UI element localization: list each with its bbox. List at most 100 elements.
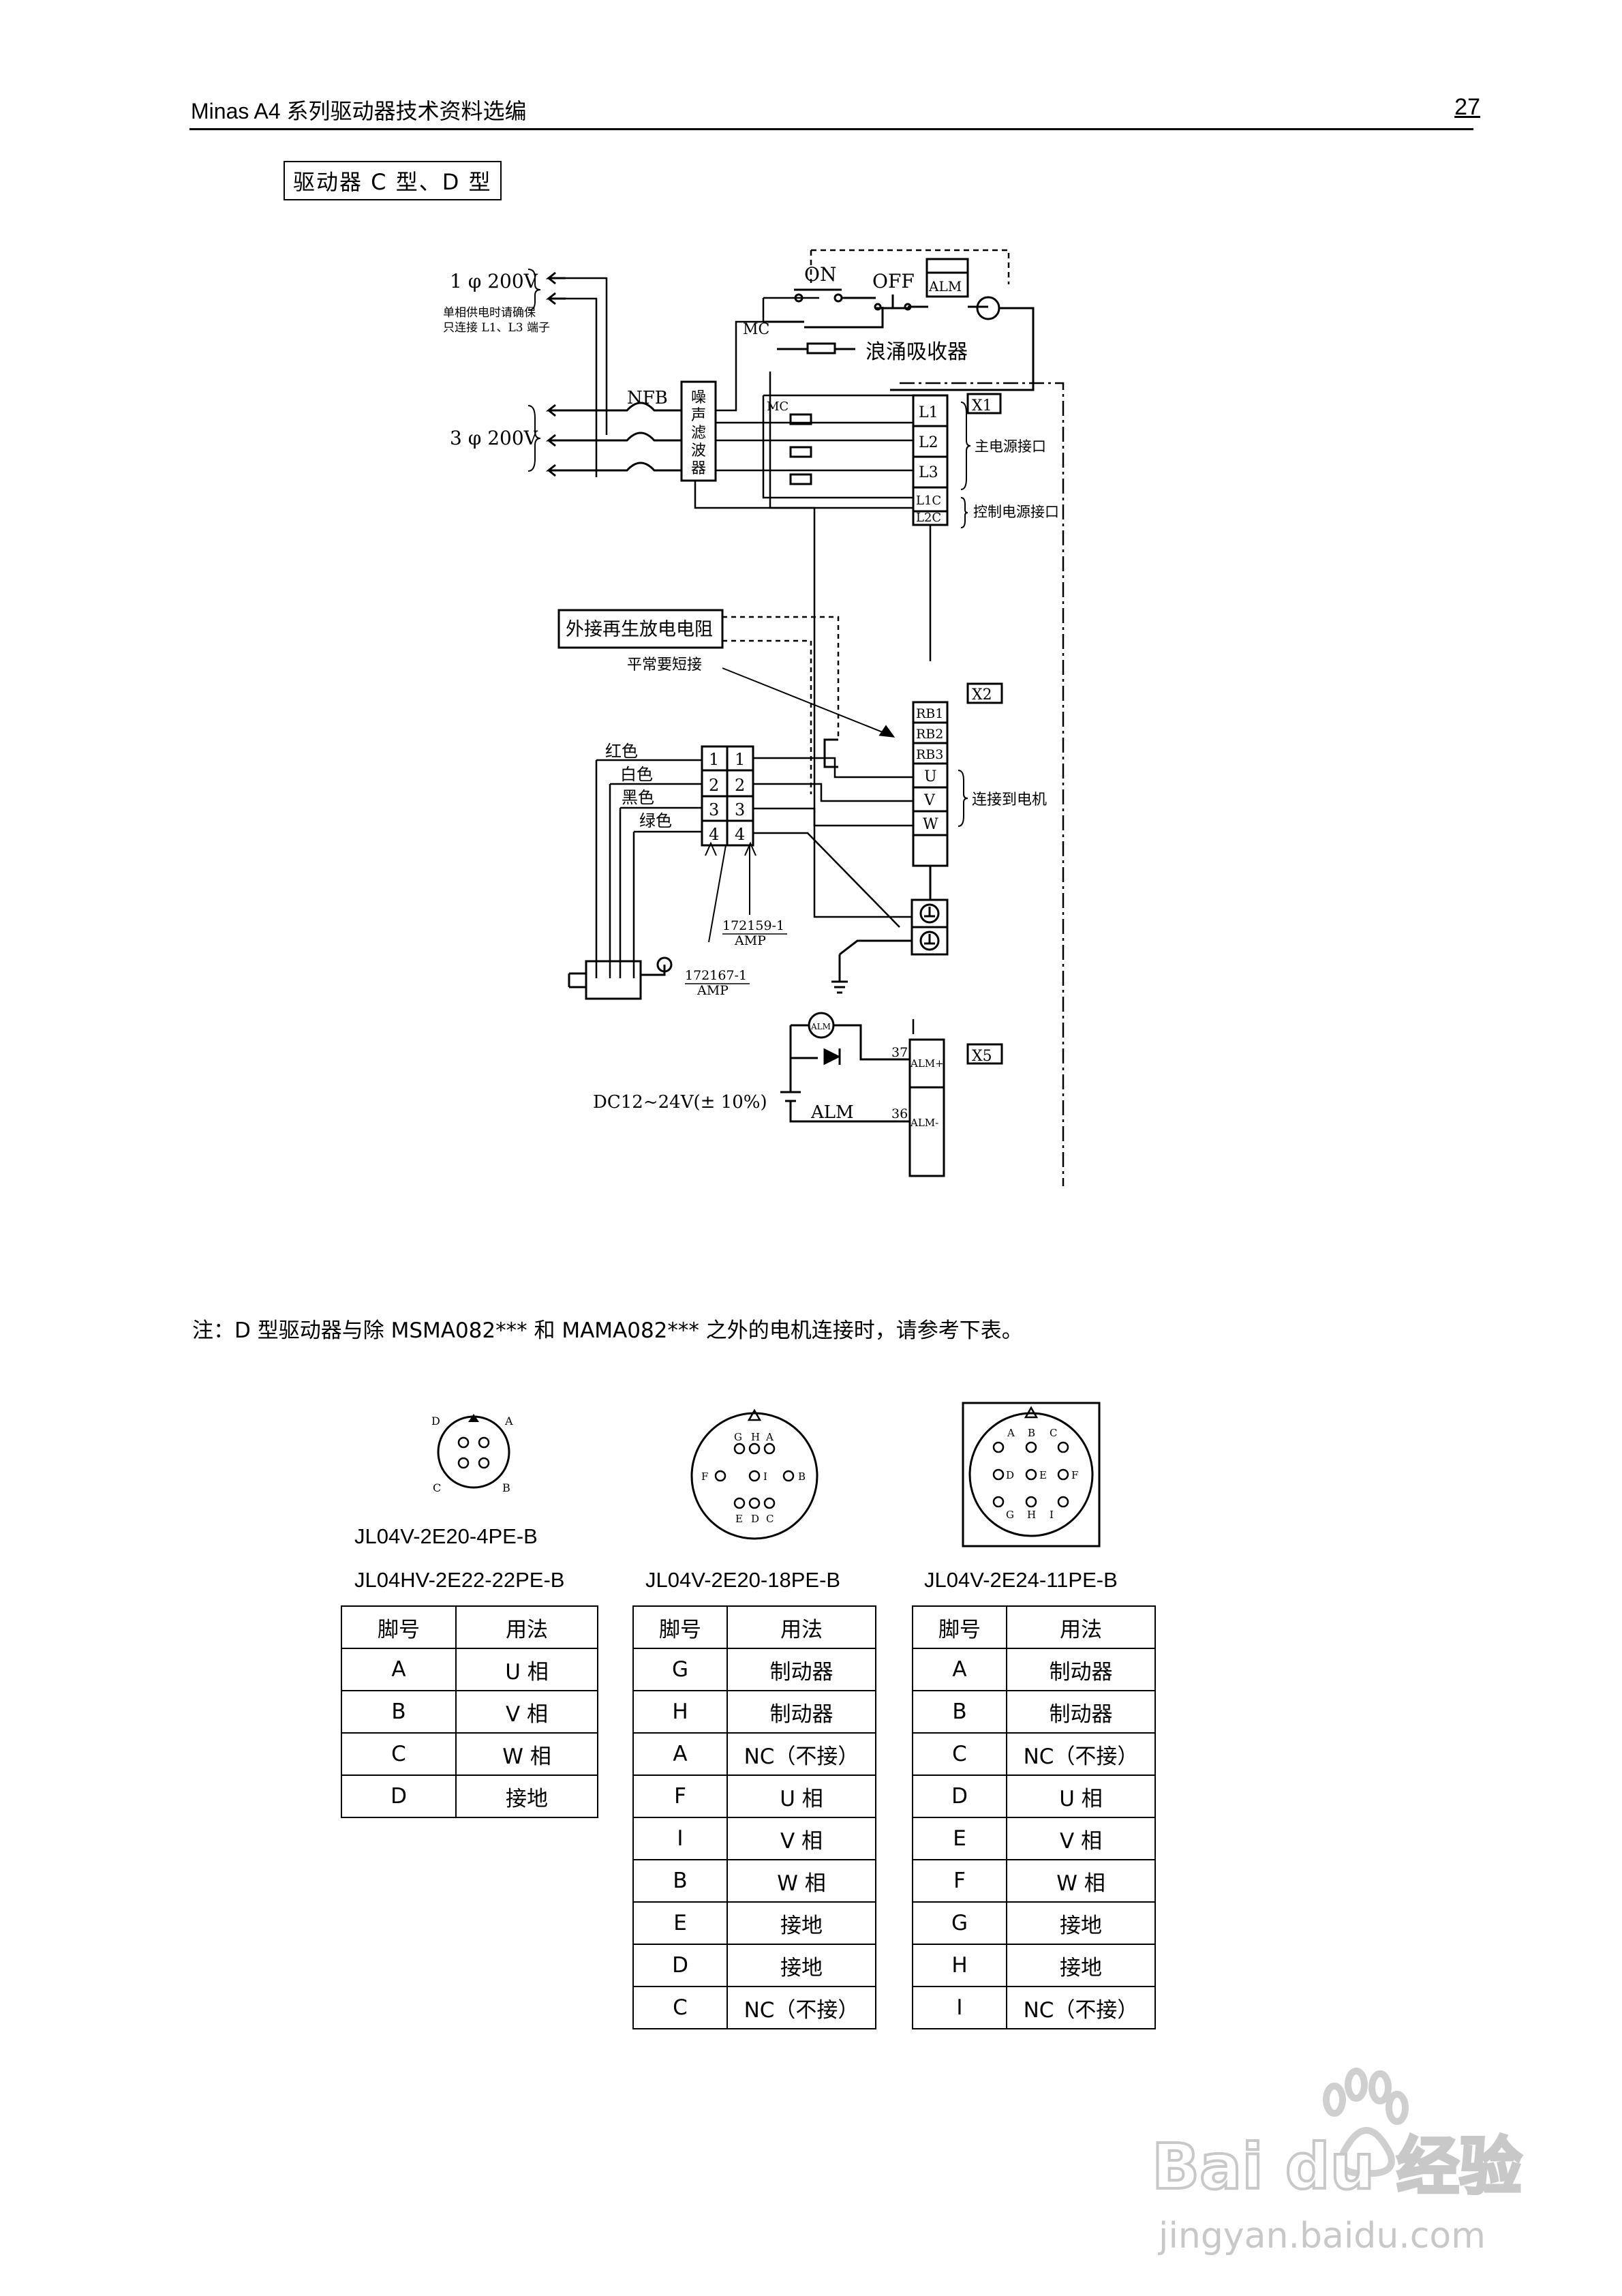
amp2-part: 172167-1: [685, 968, 747, 983]
arrow-1ph-b: [545, 292, 566, 305]
pin-cell: E: [632, 1901, 728, 1945]
pin-cell: I: [912, 1986, 1007, 2029]
wire-black-label: 黑色: [622, 788, 654, 807]
face18-d: D: [751, 1513, 759, 1525]
pin-cell: B: [632, 1859, 728, 1903]
brace-control-power: [960, 497, 968, 528]
noise-filter-char-3: 滤: [691, 425, 706, 442]
to-motor-label: 连接到电机: [972, 791, 1047, 809]
mc-coil-2: [789, 446, 812, 458]
x5-tag-box: [966, 1043, 1003, 1065]
pin-cell: D: [632, 1944, 728, 1987]
pin-cell: A: [912, 1648, 1007, 1691]
face11-h: H: [1027, 1509, 1036, 1521]
usage-cell: 制动器: [1006, 1690, 1156, 1734]
face4-b: B: [502, 1481, 510, 1493]
off-label: OFF: [872, 270, 915, 292]
supply-1ph-label: 1 φ 200V: [450, 270, 538, 292]
on-switch-b: [833, 293, 843, 303]
wire-green-label: 绿色: [639, 811, 672, 830]
connector-model-3: JL04V-2E24-11PE-B: [924, 1568, 1118, 1592]
usage-cell: 接地: [1006, 1944, 1156, 1987]
alarm-diode: [823, 1048, 841, 1066]
brace-3ph: [527, 405, 541, 472]
face11-d: D: [1006, 1469, 1014, 1481]
pin-cell: A: [341, 1648, 457, 1691]
terminal-rb1: RB1: [916, 706, 943, 721]
main-power-wires: [716, 421, 913, 472]
dash-dot-line: [900, 382, 1065, 1186]
face18-h: H: [751, 1431, 760, 1443]
face11-e: E: [1039, 1469, 1047, 1481]
table-header-row: 脚号 用法: [632, 1605, 876, 1649]
off-switch: [842, 294, 910, 309]
pin-37: 37: [891, 1045, 908, 1060]
alm-box: [925, 271, 969, 298]
pin-cell: C: [632, 1986, 728, 2029]
noise-filter-char-4: 波: [691, 442, 706, 459]
motor-relay-icon: [976, 296, 1000, 320]
x2-tag-box: [966, 682, 1003, 704]
regen-resistor-label: 外接再生放电电阻: [566, 619, 713, 640]
noise-filter-char-1: 噪: [691, 389, 706, 406]
pin-cell: F: [632, 1774, 728, 1818]
ground-icon-1: [919, 903, 940, 924]
uvw-wires: [753, 757, 913, 827]
usage-cell: V 相: [1006, 1817, 1156, 1860]
usage-cell: 制动器: [726, 1648, 876, 1691]
amp1-part: 172159-1: [722, 918, 784, 933]
connector-face-4pin: D A C B: [431, 1414, 513, 1493]
usage-cell: U 相: [455, 1648, 598, 1691]
ground-icon-marks: [924, 907, 935, 945]
mc-coil-3: [789, 473, 812, 485]
arrow-1ph-a: [545, 271, 566, 285]
table-header-pin: 脚号: [341, 1605, 457, 1649]
noise-filter-char-5: 器: [691, 460, 706, 477]
terminal-rb3: RB3: [916, 747, 943, 762]
pin-cell: G: [632, 1648, 728, 1691]
on-label: ON: [804, 263, 836, 286]
pin-36: 36: [891, 1106, 908, 1121]
regen-resistor-box: [557, 609, 724, 649]
relay-wire: [890, 307, 1035, 391]
amp-leaders: [708, 845, 750, 943]
face11-b: B: [1028, 1427, 1035, 1439]
filter-ground-to-terminal: [813, 815, 912, 918]
plug-pin-4b: 4: [735, 825, 745, 844]
control-wire-left: [716, 297, 819, 412]
surge-absorber-box: [806, 342, 836, 354]
earth-ground: [831, 939, 912, 994]
connector-model-1b: JL04HV-2E22-22PE-B: [354, 1568, 565, 1592]
terminal-v: V: [923, 792, 936, 809]
usage-cell: V 相: [726, 1817, 876, 1860]
plug-pin-2b: 2: [735, 776, 745, 795]
x1-dividers: [913, 425, 947, 513]
table-header-row: 脚号 用法: [341, 1605, 598, 1649]
pin-cell: F: [912, 1859, 1007, 1903]
terminal-l1c: L1C: [916, 494, 941, 508]
supply-3ph-label: 3 φ 200V: [450, 427, 538, 449]
connector-face-18pin: G H A F I B E D C: [690, 1408, 818, 1540]
mc-contact: [763, 307, 884, 329]
usage-cell: NC（不接）: [1006, 1986, 1156, 2029]
plug-ground-wire: [753, 832, 900, 928]
face18-e: E: [735, 1513, 743, 1525]
brace-motor: [958, 770, 968, 827]
table-header-row: 脚号 用法: [912, 1605, 1156, 1649]
baidu-watermark-logo: Bai du 经验: [1152, 2068, 1523, 2205]
usage-cell: NC（不接）: [726, 1732, 876, 1776]
control-dash-top: [810, 249, 1010, 284]
motor-wires: [595, 759, 702, 978]
